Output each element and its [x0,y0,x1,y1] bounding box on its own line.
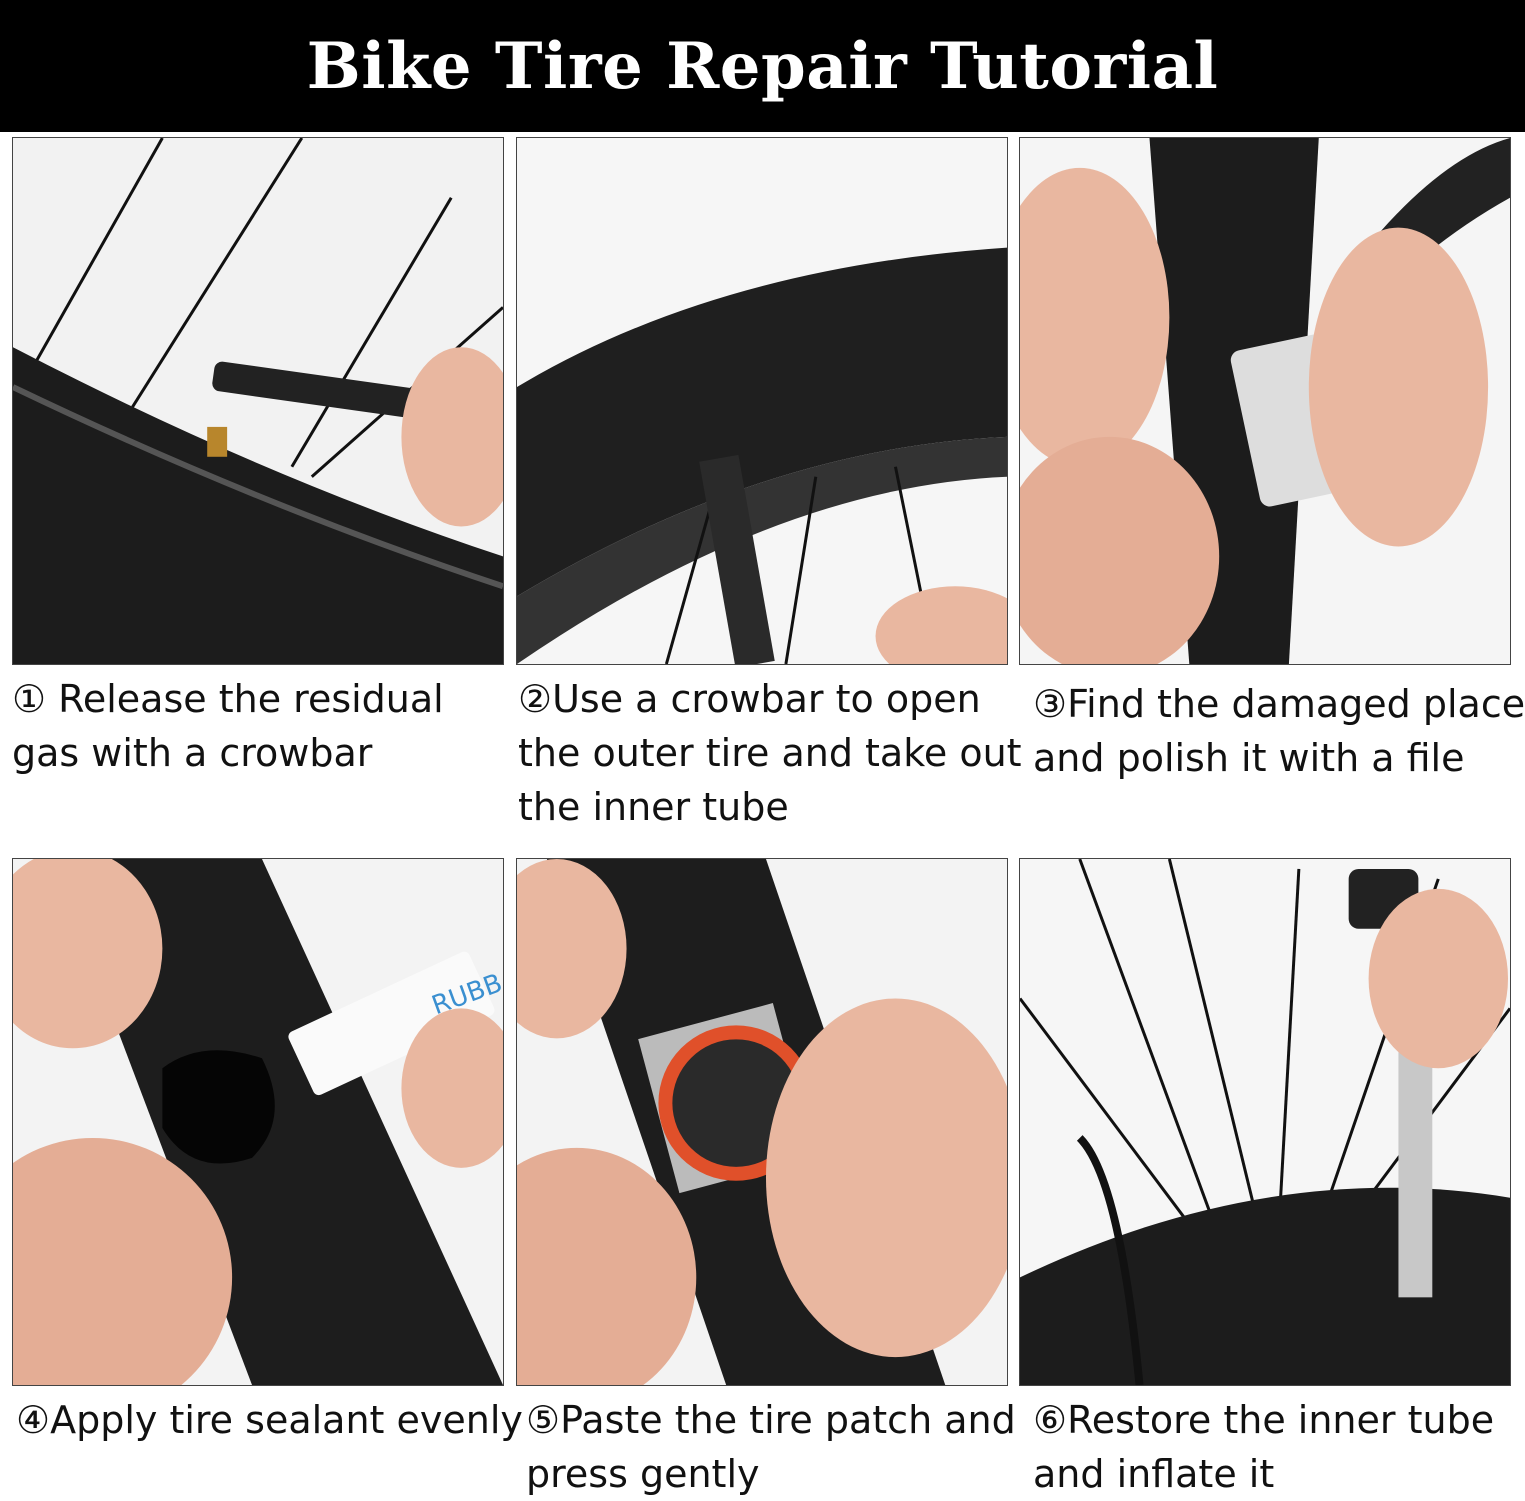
step-3-caption: ③Find the damaged place and polish it wi… [1033,677,1525,785]
step-3-text: Find the damaged place and polish it wit… [1033,682,1525,780]
page-title: Bike Tire Repair Tutorial [306,28,1219,104]
step-6-caption: ⑥Restore the inner tube and inflate it [1033,1393,1525,1501]
step-4-photo: RUBB [12,858,504,1386]
step-4-number: ④ [16,1398,51,1442]
step-5-number: ⑤ [526,1398,561,1442]
step-2-photo [516,137,1008,665]
step-5-photo [516,858,1008,1386]
header-banner: Bike Tire Repair Tutorial [0,0,1525,132]
step-5-text: Paste the tire patch and press gently [526,1398,1016,1496]
step-3-photo [1019,137,1511,665]
step-2-text: Use a crowbar to open the outer tire and… [518,677,1022,829]
step-1-photo [12,137,504,665]
step-6-number: ⑥ [1033,1398,1068,1442]
step-5-caption: ⑤Paste the tire patch and press gently [526,1393,1036,1501]
step-6-photo [1019,858,1511,1386]
step-4-caption: ④Apply tire sealant evenly [16,1393,526,1447]
step-2-caption: ②Use a crowbar to open the outer tire an… [518,672,1028,834]
step-1-caption: ① Release the residual gas with a crowba… [12,672,522,780]
step-6-text: Restore the inner tube and inflate it [1033,1398,1495,1496]
step-4-text: Apply tire sealant evenly [50,1398,523,1442]
step-2-number: ② [518,677,553,721]
step-1-number: ① [12,677,47,721]
step-1-text: Release the residual gas with a crowbar [12,677,444,775]
step-3-number: ③ [1033,682,1068,726]
